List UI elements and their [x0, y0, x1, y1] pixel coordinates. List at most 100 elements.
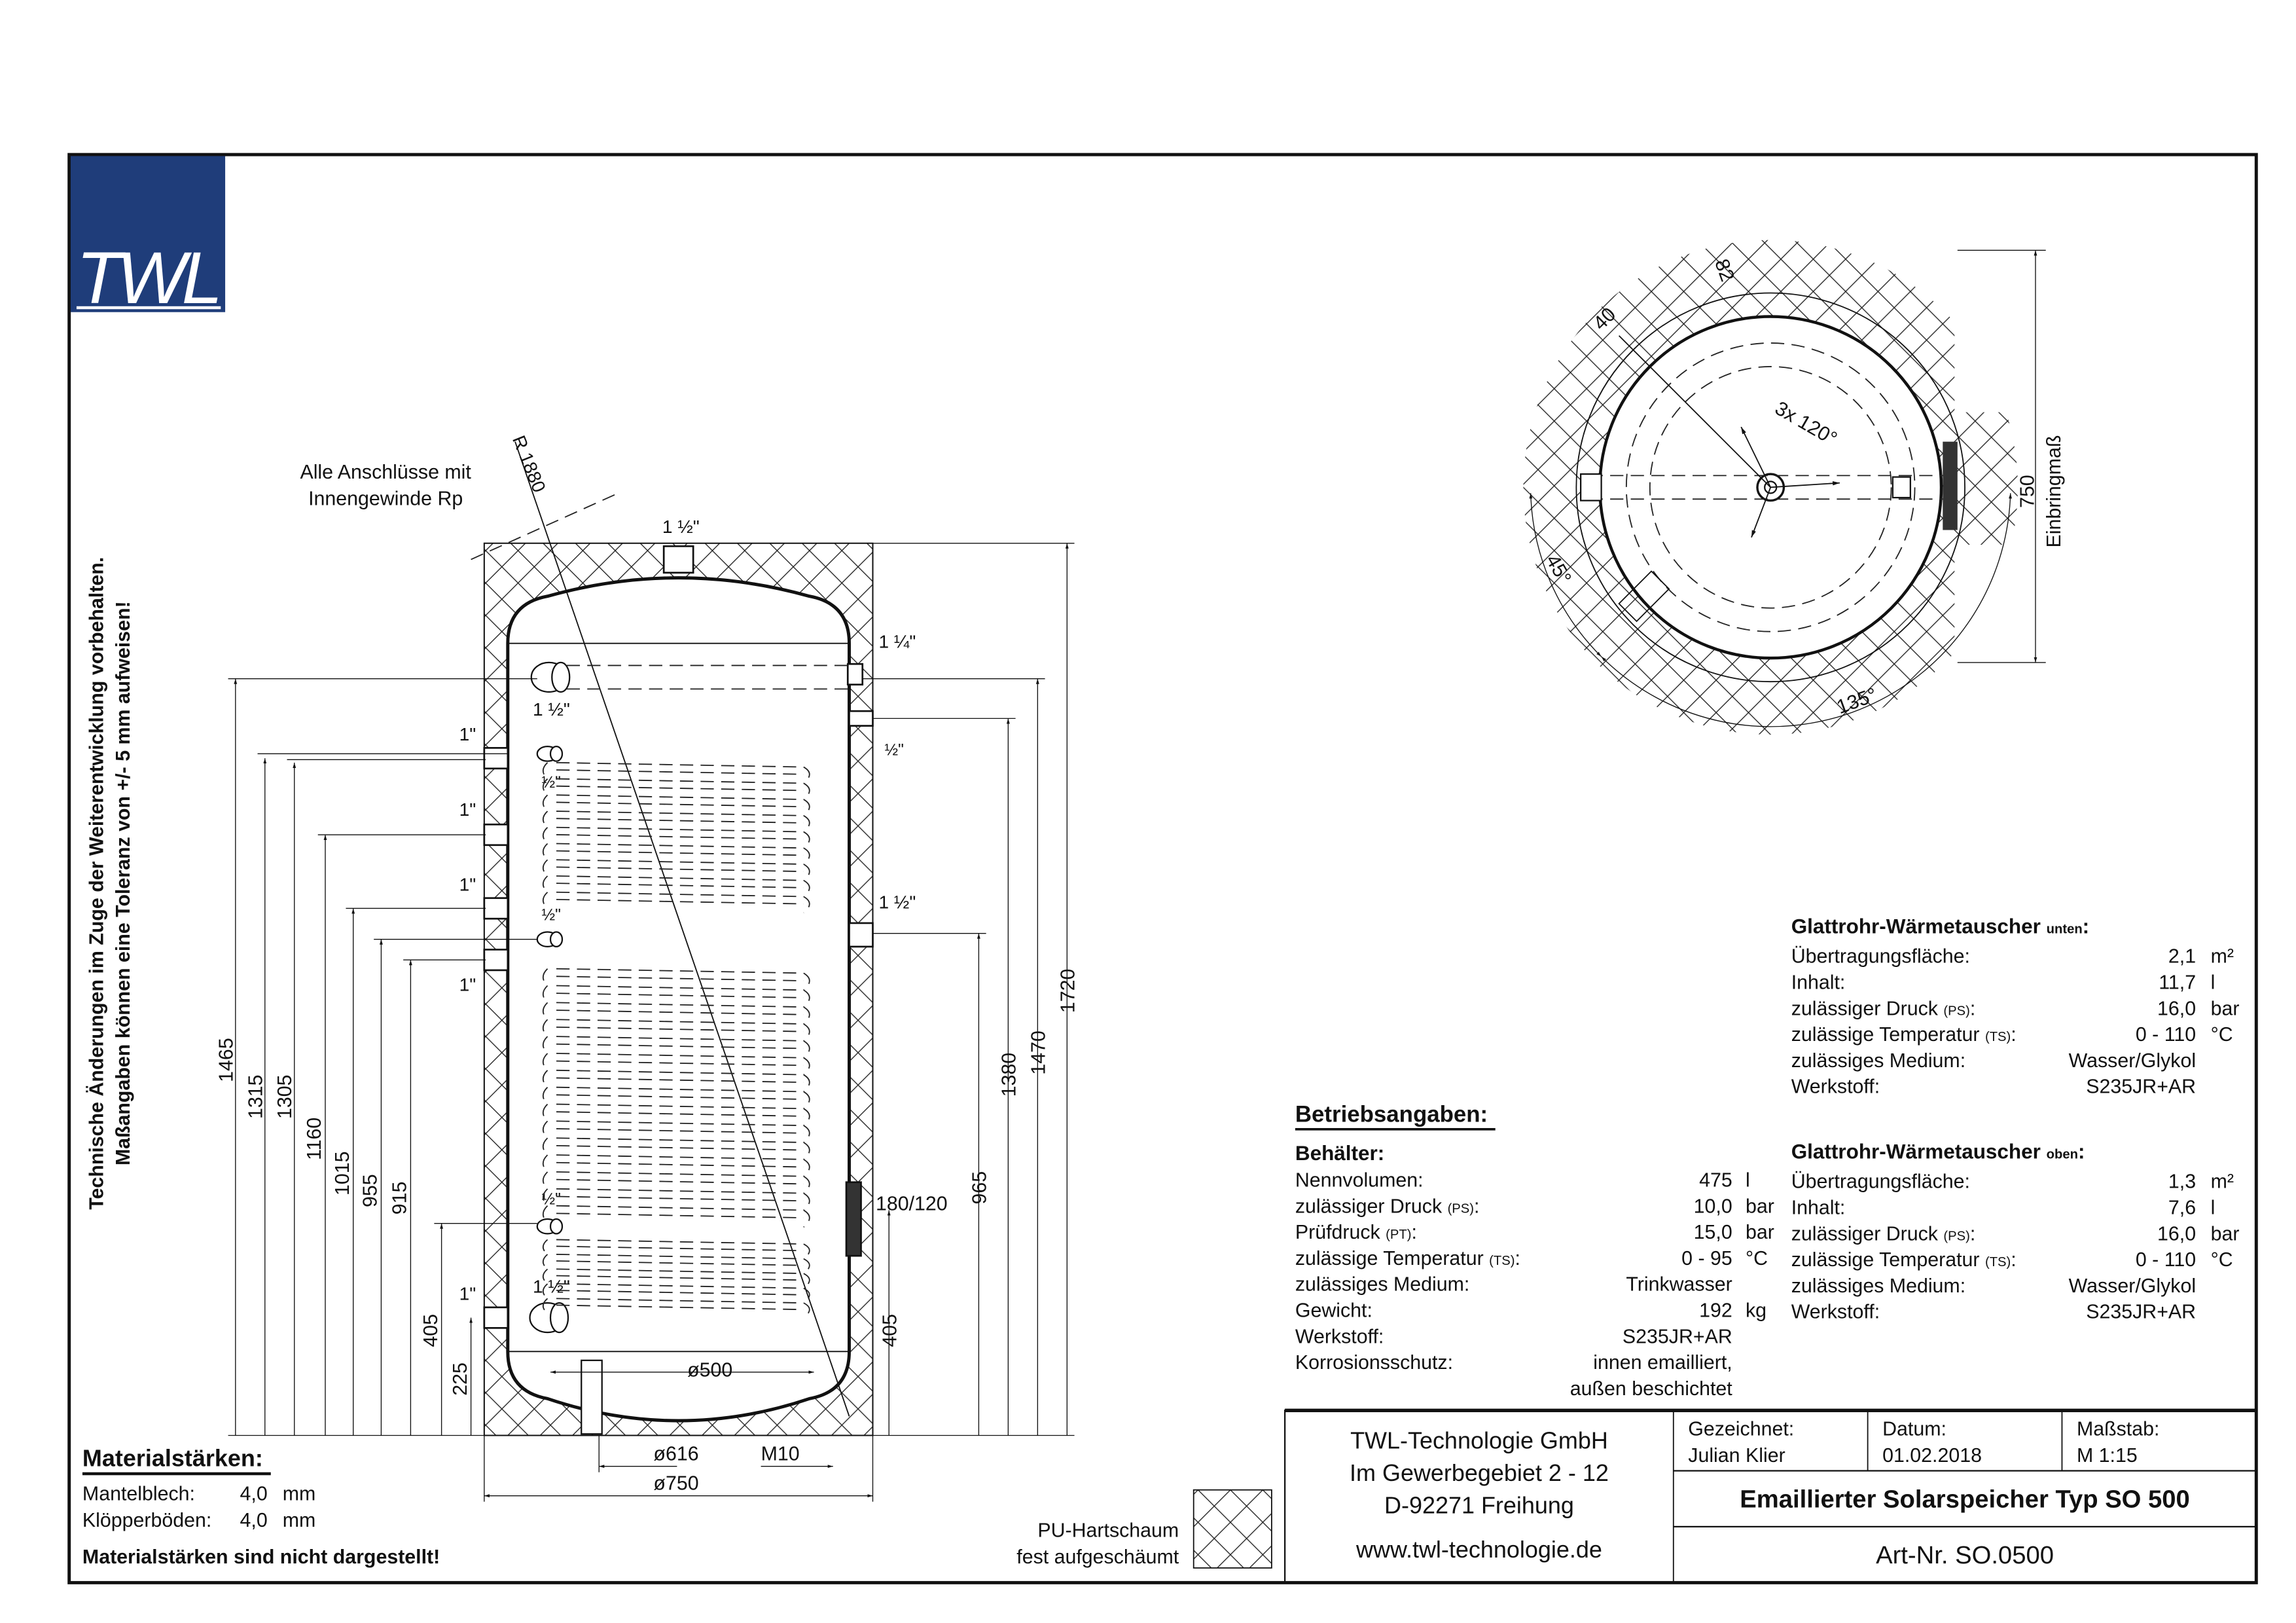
spec-value: 0 - 110	[2136, 1024, 2196, 1046]
spec-label-text: zulässige Temperatur	[1791, 1024, 1985, 1046]
coil-turn	[542, 1086, 810, 1109]
spec-label: Nennvolumen:	[1295, 1169, 1424, 1191]
spec-value: 0 - 95	[1681, 1248, 1732, 1269]
drawn-by-label: Gezeichnet:	[1688, 1419, 1794, 1440]
port-label-left-2: 1"	[459, 799, 476, 820]
spec-label: Inhalt:	[1791, 1197, 1846, 1219]
spec-label-text: zulässige Temperatur	[1791, 1249, 1985, 1271]
spec-value: 2,1	[2168, 946, 2196, 968]
spec-value: Wasser/Glykol	[2069, 1050, 2196, 1072]
company-city: D-92271 Freihung	[1384, 1492, 1574, 1519]
logo-background	[70, 156, 226, 312]
spec-label-text: Werkstoff:	[1791, 1302, 1880, 1323]
coil-turn	[542, 1103, 810, 1126]
coil-turn	[542, 875, 810, 898]
spec-unit: l	[2211, 1197, 2215, 1219]
spec-label-text: zulässiges Medium:	[1791, 1050, 1965, 1072]
operating-data: Betriebsangaben: Behälter: Glattrohr-Wär…	[1295, 915, 2240, 1400]
dim-left-225: 225	[450, 1362, 471, 1396]
spec-value: 15,0	[1694, 1222, 1732, 1243]
spec-value: S235JR+AR	[2086, 1302, 2196, 1323]
date-label: Datum:	[1882, 1419, 1946, 1440]
spec-value: 10,0	[1694, 1195, 1732, 1217]
hx-lower-title-sub: unten	[2047, 922, 2083, 937]
coil-turn	[542, 891, 810, 913]
spec-label: Inhalt:	[1791, 972, 1846, 993]
dim-d750: ø750	[653, 1473, 698, 1495]
right-dimension-lines	[862, 543, 1075, 1436]
material-row-value: 4,0	[240, 1483, 268, 1504]
coil-turn	[542, 1120, 810, 1143]
coil-turn	[542, 1019, 810, 1042]
spec-value: S235JR+AR	[1623, 1326, 1732, 1347]
side-note-line-2: Maßangaben können eine Toleranz von +/- …	[113, 601, 134, 1165]
legend-line-1: PU-Hartschaum	[1037, 1520, 1179, 1542]
spec-label-sub: (TS)	[1985, 1030, 2011, 1044]
material-row-unit: mm	[283, 1510, 316, 1531]
spec-label-text: Inhalt:	[1791, 1197, 1846, 1219]
hx-upper-title-sub: oben	[2047, 1148, 2078, 1162]
scale-label: Maßstab:	[2077, 1419, 2159, 1440]
legend-line-2: fest aufgeschäumt	[1016, 1546, 1179, 1568]
coil-turn	[542, 843, 810, 865]
side-note-line-1: Technische Änderungen im Zuge der Weiter…	[86, 557, 107, 1210]
spec-label: zulässiges Medium:	[1791, 1050, 1965, 1072]
spec-label: Prüfdruck (PT):	[1295, 1222, 1417, 1243]
spec-unit: m²	[2211, 946, 2234, 968]
coil-turn	[542, 794, 810, 816]
company-street: Im Gewerbegebiet 2 - 12	[1350, 1459, 1609, 1486]
material-row-label: Klöpperböden:	[82, 1510, 211, 1531]
tank-section-drawing: Alle Anschlüsse mit Innengewinde Rp R 18…	[215, 433, 1079, 1502]
sheet-frame	[67, 153, 2258, 1584]
coil-turn	[542, 1298, 810, 1319]
coil-turn	[542, 1171, 810, 1194]
connections-note-2: Innengewinde Rp	[308, 488, 463, 509]
dim-left-955: 955	[360, 1174, 382, 1207]
spec-unit: bar	[2211, 998, 2240, 1019]
spec-label-text: zulässiges Medium:	[1791, 1275, 1965, 1297]
connections-note-1: Alle Anschlüsse mit	[300, 462, 471, 483]
spec-value: 192	[1699, 1300, 1732, 1321]
dim-d500: ø500	[687, 1360, 732, 1381]
spec-label-text: zulässiger Druck	[1791, 1223, 1944, 1245]
dim-m10: M10	[761, 1444, 800, 1465]
spec-label: Werkstoff:	[1791, 1076, 1880, 1098]
port-label-right-half: ½"	[884, 742, 903, 759]
spec-label-sub: (TS)	[1489, 1254, 1515, 1268]
insulation-legend: PU-Hartschaum fest aufgeschäumt	[1016, 1489, 1272, 1569]
spec-label-text: Werkstoff:	[1791, 1076, 1880, 1098]
logo-text: TWL	[76, 236, 218, 319]
coil-turn	[542, 1283, 810, 1304]
article-number: Art-Nr. SO.0500	[1876, 1541, 2054, 1569]
spec-label: zulässiger Druck (PS):	[1791, 1223, 1976, 1245]
inner-pipes	[529, 661, 603, 1435]
dim-left-915: 915	[389, 1182, 411, 1215]
operating-data-title: Betriebsangaben:	[1295, 1102, 1488, 1127]
right-ports	[845, 663, 874, 1257]
dim-left-1305: 1305	[274, 1075, 296, 1120]
flange-label: 180/120	[876, 1193, 948, 1214]
coil-turn	[542, 811, 810, 833]
left-dimension-lines	[228, 678, 537, 1436]
coil-turn	[542, 1205, 810, 1228]
spec-value: Trinkwasser	[1626, 1274, 1732, 1296]
spec-label-sub: (PS)	[1943, 1229, 1969, 1243]
tank-top-view: 40 82 3x 120° 45° 135° 750 Einbringmaß	[1523, 235, 2065, 735]
coil-turn	[542, 859, 810, 881]
dim-right-1380: 1380	[999, 1053, 1020, 1097]
spec-value: S235JR+AR	[2086, 1076, 2196, 1098]
spec-unit: l	[1746, 1169, 1750, 1191]
dim-750: 750	[2017, 475, 2039, 508]
spec-unit: bar	[1746, 1222, 1774, 1243]
port-label-top: 1 ½"	[662, 517, 700, 537]
material-thickness-block: Materialstärken: Mantelblech: 4,0 mm Klö…	[82, 1445, 440, 1568]
spec-label-sub: (PS)	[1448, 1201, 1474, 1216]
port-label-left-3: 1"	[459, 874, 476, 894]
spec-label-text: Inhalt:	[1791, 972, 1846, 993]
spec-label-text: Prüfdruck	[1295, 1222, 1386, 1243]
coil-turn	[542, 1069, 810, 1093]
coil-turn	[542, 1239, 810, 1260]
hx-lower-title-text: Glattrohr-Wärmetauscher	[1791, 915, 2047, 938]
twl-logo: TWL	[70, 156, 226, 319]
spec-label-text: Werkstoff:	[1295, 1326, 1384, 1347]
